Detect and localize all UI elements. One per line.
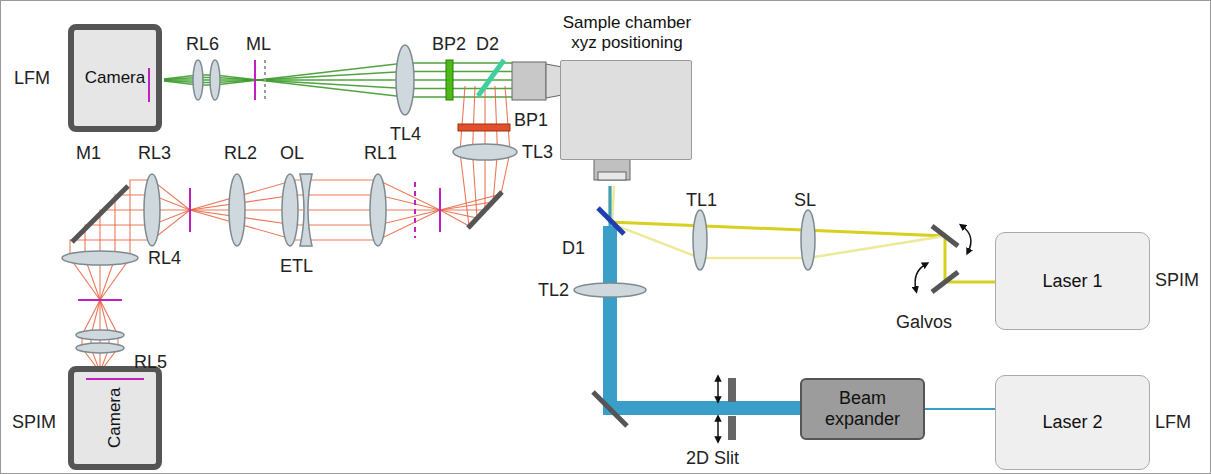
part-label: RL6	[186, 34, 219, 55]
node-label: Laser 2	[1042, 412, 1102, 433]
beam-laser1	[610, 186, 995, 282]
filter-bp1	[458, 124, 510, 131]
camera-sensor	[148, 68, 150, 102]
part-label: M1	[76, 143, 101, 164]
part-label: ETL	[280, 256, 313, 277]
beam-expander: Beam expander	[800, 378, 925, 440]
part-label: TL2	[538, 280, 569, 301]
part-label: RL4	[148, 248, 181, 269]
camera: Camera	[68, 366, 162, 470]
part-label: LFM	[14, 68, 50, 89]
part-label: BP1	[514, 110, 548, 131]
part-label: TL1	[686, 190, 717, 211]
dichroic-d2	[478, 60, 504, 96]
lenses	[62, 45, 815, 353]
node-label: Beam expander	[802, 388, 923, 429]
part-label: 2D Slit	[686, 448, 739, 469]
part-label: RL1	[364, 143, 397, 164]
node-heading: Sample chamber xyz positioning	[552, 13, 702, 54]
part-label: LFM	[1155, 412, 1191, 433]
slit	[718, 378, 736, 440]
part-label: Galvos	[896, 312, 952, 333]
part-label: BP2	[432, 34, 466, 55]
part-label: TL3	[522, 142, 553, 163]
beam-paths	[70, 63, 995, 408]
part-label: OL	[280, 143, 304, 164]
filter-bp2	[446, 60, 453, 100]
part-label: TL4	[390, 124, 421, 145]
part-label: SPIM	[12, 412, 56, 433]
part-label: RL3	[138, 143, 171, 164]
beam-scanned	[612, 186, 945, 258]
part-label: D2	[476, 34, 499, 55]
part-label: ML	[246, 34, 271, 55]
camera: Camera	[68, 24, 162, 132]
part-label: RL2	[224, 143, 257, 164]
beam-connector	[925, 408, 995, 410]
node-label: Camera	[85, 68, 145, 88]
part-label: SL	[794, 190, 816, 211]
part-label: D1	[562, 238, 585, 259]
galvo-arrows	[915, 226, 971, 290]
laser: Laser 1	[995, 232, 1150, 330]
laser: Laser 2	[995, 375, 1150, 470]
camera-sensor	[86, 378, 144, 380]
sample-chamber: Sample chamber xyz positioning	[560, 60, 692, 160]
dichroic-d1	[598, 208, 624, 234]
part-label: SPIM	[1155, 270, 1199, 291]
part-label: RL5	[134, 352, 167, 373]
node-label: Laser 1	[1042, 271, 1102, 292]
node-label: Camera	[105, 388, 125, 448]
